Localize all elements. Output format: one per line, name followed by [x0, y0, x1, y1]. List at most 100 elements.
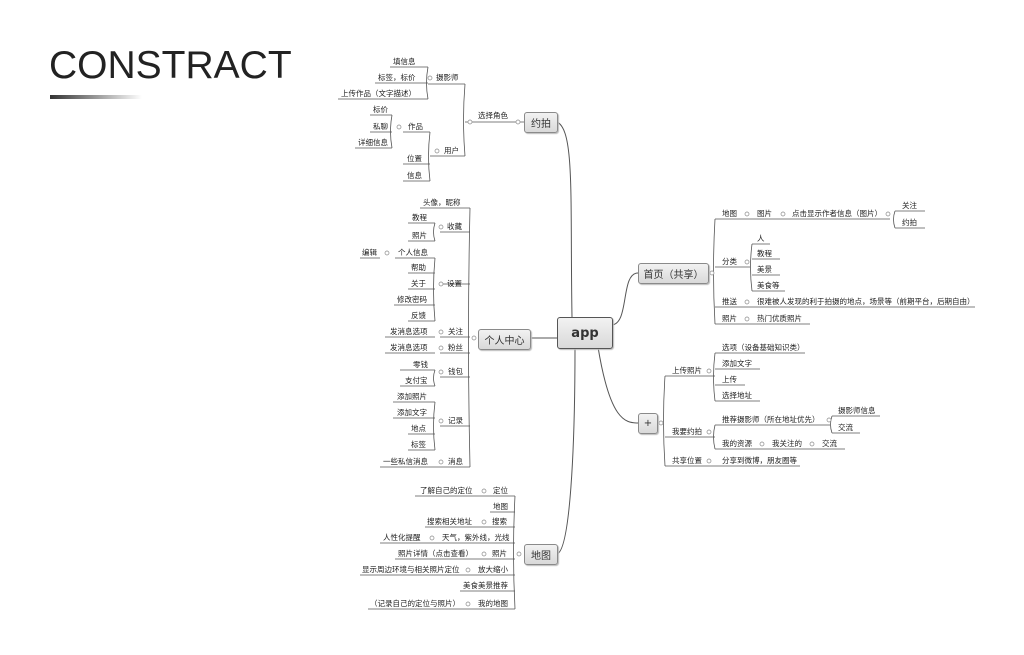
collapse-handle-icon[interactable]: [465, 567, 471, 573]
node-item[interactable]: 添加照片: [397, 392, 427, 401]
node-item[interactable]: 约拍: [902, 218, 917, 227]
node-location[interactable]: 位置: [407, 154, 422, 163]
node-item[interactable]: 地点: [411, 424, 426, 433]
collapse-handle-icon[interactable]: [467, 119, 473, 125]
node-item[interactable]: 选项（设备基础知识类）: [722, 343, 805, 352]
collapse-handle-icon[interactable]: [809, 441, 815, 447]
collapse-handle-icon[interactable]: [438, 418, 444, 424]
node-item[interactable]: 选择地址: [722, 391, 752, 400]
node-favorites[interactable]: 收藏: [447, 222, 462, 231]
node-messages[interactable]: 消息: [448, 457, 463, 466]
node-category[interactable]: 分类: [722, 257, 737, 266]
node-resources[interactable]: 我的资源: [722, 439, 752, 448]
collapse-handle-icon[interactable]: [759, 441, 765, 447]
collapse-handle-icon[interactable]: [465, 601, 471, 607]
node-map-row[interactable]: 天气，紫外线，光线: [442, 533, 510, 542]
node-item[interactable]: 人: [757, 234, 765, 243]
collapse-handle-icon[interactable]: [438, 281, 444, 287]
node-item[interactable]: 教程: [412, 213, 427, 222]
node-item[interactable]: 标签，标价: [378, 73, 416, 82]
node-item[interactable]: 零钱: [413, 360, 428, 369]
node-push[interactable]: 推送: [722, 297, 737, 306]
collapse-handle-icon[interactable]: [438, 329, 444, 335]
collapse-handle-icon[interactable]: [429, 535, 435, 541]
node-recommend[interactable]: 推荐摄影师（所在地址优先）: [722, 415, 820, 424]
node-item[interactable]: 分享到微博，朋友圈等: [722, 456, 797, 465]
collapse-handle-icon[interactable]: [709, 270, 715, 276]
collapse-handle-icon[interactable]: [744, 259, 750, 265]
node-item[interactable]: 教程: [757, 249, 772, 258]
node-wallet[interactable]: 钱包: [448, 367, 463, 376]
node-chat[interactable]: 交流: [822, 439, 837, 448]
collapse-handle-icon[interactable]: [434, 148, 440, 154]
node-item[interactable]: 关于: [411, 279, 426, 288]
node-item[interactable]: 修改密码: [397, 295, 427, 304]
node-photos[interactable]: 照片: [722, 314, 737, 323]
node-follow[interactable]: 关注: [448, 327, 463, 336]
node-map-detail[interactable]: 照片详情（点击查看）: [398, 549, 473, 558]
node-item[interactable]: 反馈: [411, 311, 426, 320]
collapse-handle-icon[interactable]: [516, 551, 522, 557]
branch-plus[interactable]: +: [638, 413, 658, 434]
node-item[interactable]: 添加文字: [397, 408, 427, 417]
collapse-handle-icon[interactable]: [515, 119, 521, 125]
collapse-handle-icon[interactable]: [885, 211, 891, 217]
node-item[interactable]: 摄影师信息: [838, 406, 876, 415]
node-item[interactable]: 个人信息: [398, 248, 428, 257]
collapse-handle-icon[interactable]: [744, 299, 750, 305]
node-book[interactable]: 我要约拍: [672, 427, 702, 436]
node-item[interactable]: 热门优质照片: [757, 314, 802, 323]
collapse-handle-icon[interactable]: [438, 345, 444, 351]
node-works[interactable]: 作品: [408, 122, 423, 131]
collapse-handle-icon[interactable]: [438, 459, 444, 465]
collapse-handle-icon[interactable]: [826, 417, 832, 423]
node-item[interactable]: 支付宝: [405, 376, 428, 385]
collapse-handle-icon[interactable]: [481, 488, 487, 494]
node-settings[interactable]: 设置: [447, 279, 462, 288]
node-item[interactable]: 美景: [757, 265, 772, 274]
collapse-handle-icon[interactable]: [471, 335, 477, 341]
collapse-handle-icon[interactable]: [427, 75, 433, 81]
collapse-handle-icon[interactable]: [438, 224, 444, 230]
node-map-detail[interactable]: 人性化提醒: [383, 533, 421, 542]
node-home-map[interactable]: 地图: [722, 209, 737, 218]
collapse-handle-icon[interactable]: [706, 429, 712, 435]
node-records[interactable]: 记录: [448, 416, 463, 425]
collapse-handle-icon[interactable]: [384, 250, 390, 256]
node-item[interactable]: 上传作品（文字描述）: [341, 89, 416, 98]
node-map-detail[interactable]: （记录自己的定位与照片）: [370, 599, 460, 608]
node-photographer[interactable]: 摄影师: [436, 73, 459, 82]
branch-yuepai[interactable]: 约拍: [524, 112, 558, 133]
node-item[interactable]: 美食等: [757, 281, 780, 290]
node-map-row[interactable]: 定位: [493, 486, 508, 495]
collapse-handle-icon[interactable]: [744, 316, 750, 322]
collapse-handle-icon[interactable]: [438, 369, 444, 375]
central-node-app[interactable]: app: [557, 317, 613, 349]
collapse-handle-icon[interactable]: [658, 420, 664, 426]
node-item[interactable]: 帮助: [411, 263, 426, 272]
node-item[interactable]: 照片: [412, 231, 427, 240]
node-followed[interactable]: 我关注的: [772, 439, 802, 448]
collapse-handle-icon[interactable]: [706, 458, 712, 464]
node-edit[interactable]: 编辑: [362, 248, 377, 257]
node-info[interactable]: 信息: [407, 171, 422, 180]
node-item[interactable]: 上传: [722, 375, 737, 384]
node-item[interactable]: 关注: [902, 201, 917, 210]
node-map-row[interactable]: 美食美景推荐: [463, 581, 508, 590]
collapse-handle-icon[interactable]: [744, 211, 750, 217]
node-map-detail[interactable]: 显示周边环境与相关照片定位: [362, 565, 460, 574]
node-map-detail[interactable]: 搜索相关地址: [427, 517, 472, 526]
node-map-detail[interactable]: 了解自己的定位: [420, 486, 473, 495]
node-map-row[interactable]: 照片: [492, 549, 507, 558]
node-author-info[interactable]: 点击显示作者信息（图片）: [792, 209, 882, 218]
branch-home-share[interactable]: 首页（共享）: [638, 263, 709, 284]
collapse-handle-icon[interactable]: [780, 211, 786, 217]
node-item[interactable]: 标签: [411, 440, 426, 449]
node-item[interactable]: 添加文字: [722, 359, 752, 368]
node-select-role[interactable]: 选择角色: [478, 111, 508, 120]
node-map-row[interactable]: 我的地图: [478, 599, 508, 608]
branch-map[interactable]: 地图: [524, 544, 558, 565]
node-item[interactable]: 填信息: [393, 57, 416, 66]
collapse-handle-icon[interactable]: [706, 368, 712, 374]
node-picture[interactable]: 图片: [757, 209, 772, 218]
